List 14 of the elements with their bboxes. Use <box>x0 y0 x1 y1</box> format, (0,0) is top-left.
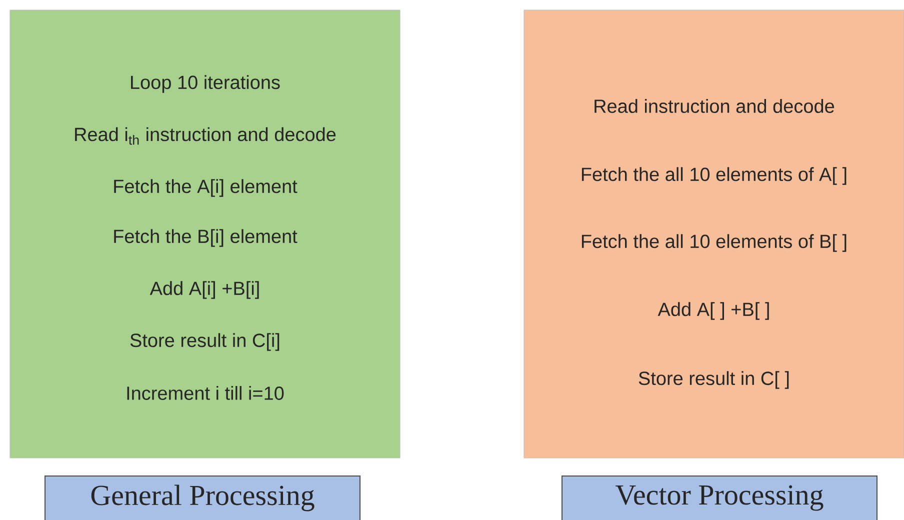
step-text: Read instruction and decode <box>594 99 834 113</box>
box-title: Vector Processing <box>616 485 824 511</box>
step-text: Add A[ ] +B[ ] <box>658 302 769 320</box>
step-text: Increment i till i=10 <box>127 386 284 400</box>
step-text: Read i$_{th}$ instruction and decode <box>75 127 336 145</box>
step-text: Loop 10 iterations <box>131 75 280 93</box>
step-text: Store result in C[ ] <box>638 371 789 389</box>
step-text: Add A[i] +B[i] <box>150 281 259 299</box>
step-text: Fetch the all 10 elements of A[ ] <box>582 167 846 185</box>
step-text: Fetch the A[i] element <box>114 179 298 197</box>
box-title: General Processing <box>91 484 314 512</box>
step-text: Store result in C[i] <box>130 333 280 351</box>
step-text: Fetch the B[i] element <box>114 229 298 247</box>
step-text: Fetch the all 10 elements of B[ ] <box>582 234 846 252</box>
